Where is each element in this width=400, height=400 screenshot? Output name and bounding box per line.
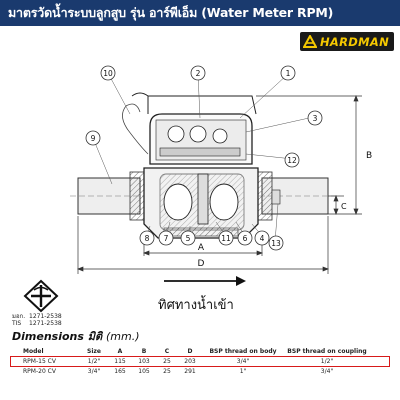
brand-logo-icon (303, 35, 317, 48)
table-row: RPM-20 CV 3/4" 165 105 25 291 1" 3/4" (10, 366, 370, 376)
table-cell: 291 (184, 367, 196, 375)
callout-13: 13 (271, 239, 281, 248)
dimension-label-c: C (341, 202, 347, 211)
seal-wire (122, 103, 141, 131)
table-cell: RPM-20 CV (23, 367, 56, 375)
table-cell: 105 (138, 367, 150, 375)
column-header-model: Model (23, 347, 44, 355)
callout-1: 1 (286, 69, 291, 78)
flow-direction-label: ทิศทางน้ำเข้า (158, 298, 234, 313)
callout-2: 2 (196, 69, 201, 78)
table-cell: 115 (114, 357, 126, 365)
table-row: RPM-15 CV 1/2" 115 103 25 203 3/4" 1/2" (10, 356, 370, 366)
page-title: มาตรวัดน้ำระบบลูกสูบ รุ่น อาร์พีเอ็ม (Wa… (0, 0, 400, 26)
table-cell: 1/2" (320, 357, 334, 365)
column-header-c: C (164, 347, 170, 355)
column-header-bsp-body: BSP thread on body (209, 347, 277, 355)
lid (147, 95, 257, 115)
callout-12: 12 (287, 156, 297, 165)
column-header-size: Size (87, 347, 101, 355)
table-cell: 25 (163, 367, 171, 375)
callout-7: 7 (164, 234, 169, 243)
column-header-b: B (141, 347, 147, 355)
callout-9: 9 (91, 134, 96, 143)
brand-logo: HARDMAN (300, 32, 394, 51)
table-cell: RPM-15 CV (23, 357, 56, 365)
cert-line-tis-thai: มอก.1271-2538 (12, 313, 62, 320)
dimension-label-d: D (198, 259, 205, 269)
table-cell: 1" (239, 367, 247, 375)
column-header-bsp-coupling: BSP thread on coupling (287, 347, 367, 355)
callout-5: 5 (186, 234, 191, 243)
table-cell: 103 (138, 357, 150, 365)
highlighted-row-box (10, 356, 390, 367)
table-cell: 25 (163, 357, 171, 365)
table-cell: 1/2" (87, 357, 101, 365)
table-cell: 3/4" (87, 367, 101, 375)
table-cell: 165 (114, 367, 126, 375)
callout-11: 11 (221, 234, 231, 243)
table-cell: 3/4" (320, 367, 334, 375)
callout-circles: 10 2 1 3 9 12 8 7 5 11 6 4 13 (85, 65, 323, 251)
callout-4: 4 (260, 234, 265, 243)
flow-arrow-head (236, 276, 246, 286)
dimension-label-a: A (198, 243, 205, 253)
brand-name: HARDMAN (320, 34, 389, 49)
callout-10: 10 (103, 69, 113, 78)
table-cell: 3/4" (236, 357, 250, 365)
table-cell: 203 (184, 357, 196, 365)
dimension-label-b: B (366, 151, 372, 161)
callout-6: 6 (243, 234, 248, 243)
dimensions-title: Dimensions มิติ (mm.) (12, 330, 140, 343)
meter-technical-drawing: A D B C 10 2 1 3 9 12 8 7 5 11 6 4 13 (70, 65, 372, 286)
tis-standard-mark-icon (23, 279, 59, 313)
callout-3: 3 (313, 114, 318, 123)
table-header-row: Model Size A B C D BSP thread on body BS… (10, 346, 370, 356)
callout-8: 8 (145, 234, 150, 243)
dimensions-table: Model Size A B C D BSP thread on body BS… (10, 346, 370, 376)
column-header-d: D (187, 347, 193, 355)
column-header-a: A (117, 347, 123, 355)
